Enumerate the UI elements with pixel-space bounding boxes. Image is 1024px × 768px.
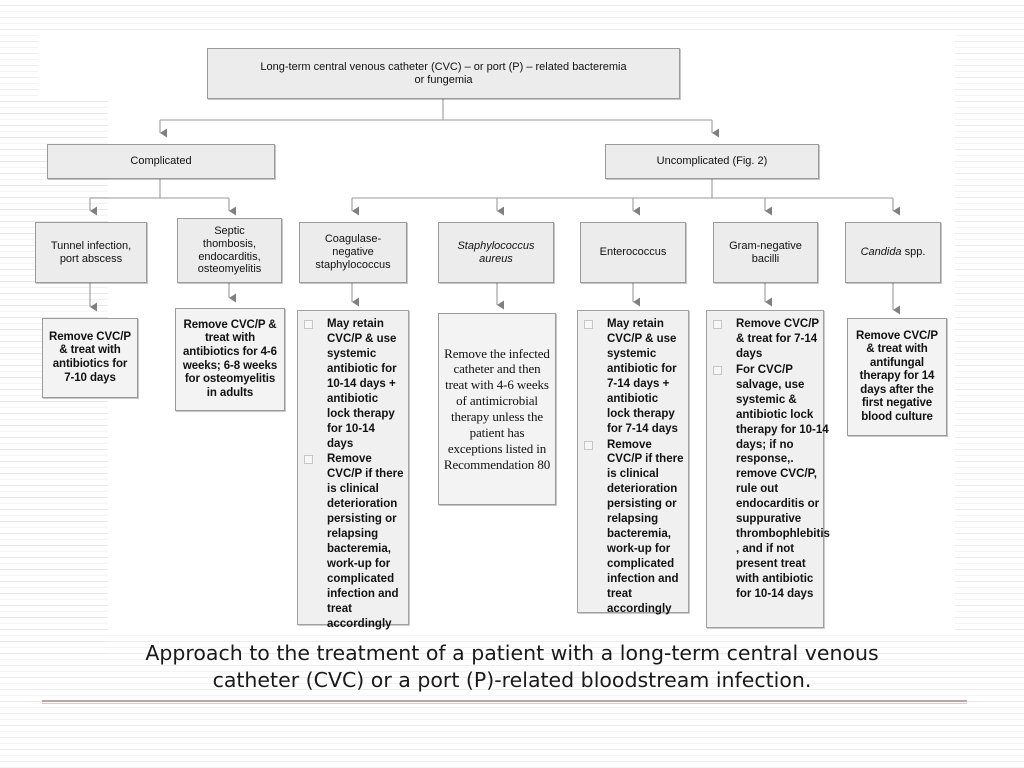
saureus-line1: Staphylococcus (457, 239, 535, 252)
node-root-bacteremia[interactable]: Long-term central venous catheter (CVC) … (207, 48, 680, 99)
slide-caption: Approach to the treatment of a patient w… (40, 640, 984, 694)
cons-line2: negative (332, 246, 374, 259)
node-septic-thrombosis[interactable]: Septic thombosis, endocarditis, osteomye… (177, 218, 282, 283)
tunnel-line2: port abscess (59, 252, 123, 265)
bullet-item: Remove CVC/P & treat for 7-14 days (711, 317, 819, 362)
node-tunnel-infection[interactable]: Tunnel infection, port abscess (35, 222, 147, 283)
septic-line2: thombosis, (202, 237, 257, 250)
bullet-item: May retain CVC/P & use systemic antibiot… (582, 317, 684, 437)
bullet-square-icon (713, 320, 722, 329)
detail-septic-thrombosis[interactable]: Remove CVC/P & treat with antibiotics fo… (175, 308, 285, 411)
caption-line-1: Approach to the treatment of a patient w… (145, 641, 879, 665)
node-complicated[interactable]: Complicated (47, 144, 275, 179)
caption-accent-rule (42, 700, 967, 702)
cons-bullet-1: May retain CVC/P & use systemic antibiot… (327, 318, 397, 450)
bullet-item: Remove CVC/P if there is clinical deteri… (582, 438, 684, 617)
candida-genus: Candida (860, 246, 902, 259)
bullet-square-icon (584, 320, 593, 329)
detail-candida-text: Remove CVC/P & treat with antifungal the… (856, 329, 938, 423)
cons-line1: Coagulase- (324, 233, 382, 246)
gramneg-line1: Gram-negative (729, 239, 802, 252)
entero-bullet-2: Remove CVC/P if there is clinical deteri… (607, 438, 684, 615)
candida-spp: spp. (901, 246, 926, 259)
septic-line3: endocarditis, (198, 250, 261, 263)
detail-gram-negative-bacilli[interactable]: Remove CVC/P & treat for 7-14 days For C… (706, 310, 830, 628)
cons-line3: staphylococcus (315, 258, 391, 271)
gramneg-bullet-2: For CVC/P salvage, use systemic & antibi… (736, 363, 830, 600)
node-gram-negative-bacilli[interactable]: Gram-negative bacilli (713, 222, 818, 283)
detail-tunnel-text: Remove CVC/P & treat with antibiotics fo… (49, 330, 131, 384)
tunnel-line1: Tunnel infection, (50, 239, 132, 252)
root-line1: Long-term central venous catheter (CVC) … (260, 60, 627, 73)
detail-tunnel-infection[interactable]: Remove CVC/P & treat with antibiotics fo… (42, 318, 138, 398)
bullet-square-icon (304, 320, 313, 329)
entero-bullet-1: May retain CVC/P & use systemic antibiot… (607, 318, 678, 435)
node-coagulase-negative-staph[interactable]: Coagulase- negative staphylococcus (299, 222, 407, 283)
gramneg-bullet-1: Remove CVC/P & treat for 7-14 days (736, 318, 819, 360)
node-staphylococcus-aureus[interactable]: Staphylococcus aureus (438, 222, 554, 283)
caption-accent-rule-secondary (42, 703, 967, 704)
bullet-item: May retain CVC/P & use systemic antibiot… (302, 317, 404, 451)
gramneg-line2: bacilli (751, 252, 780, 265)
septic-line1: Septic (214, 224, 245, 237)
detail-staphylococcus-aureus[interactable]: Remove the infected catheter and then tr… (438, 313, 556, 505)
saureus-line2: aureus (479, 252, 513, 265)
node-enterococcus[interactable]: Enterococcus (580, 222, 686, 283)
bullet-square-icon (304, 455, 313, 465)
bullet-square-icon (713, 365, 722, 375)
bullet-square-icon (584, 440, 593, 450)
caption-line-2: catheter (CVC) or a port (P)-related blo… (212, 668, 812, 693)
septic-line4: osteomyelitis (197, 263, 262, 276)
uncomplicated-label: Uncomplicated (Fig. 2) (656, 155, 768, 168)
detail-septic-text: Remove CVC/P & treat with antibiotics fo… (182, 318, 278, 399)
bullet-item: Remove CVC/P if there is clinical deteri… (302, 452, 404, 631)
detail-coagulase-negative-staph[interactable]: May retain CVC/P & use systemic antibiot… (297, 310, 409, 630)
root-line2: or fungemia (414, 73, 473, 86)
node-candida-spp[interactable]: Candida spp. (845, 222, 941, 283)
entero-line1: Enterococcus (599, 246, 667, 259)
node-uncomplicated[interactable]: Uncomplicated (Fig. 2) (605, 144, 819, 179)
detail-candida-spp[interactable]: Remove CVC/P & treat with antifungal the… (847, 318, 947, 436)
detail-saureus-text: Remove the infected catheter and then tr… (443, 345, 551, 472)
complicated-label: Complicated (130, 155, 192, 168)
cons-bullet-2: Remove CVC/P if there is clinical deteri… (327, 453, 404, 630)
detail-enterococcus[interactable]: May retain CVC/P & use systemic antibiot… (577, 310, 689, 615)
bullet-item: For CVC/P salvage, use systemic & antibi… (711, 363, 830, 602)
